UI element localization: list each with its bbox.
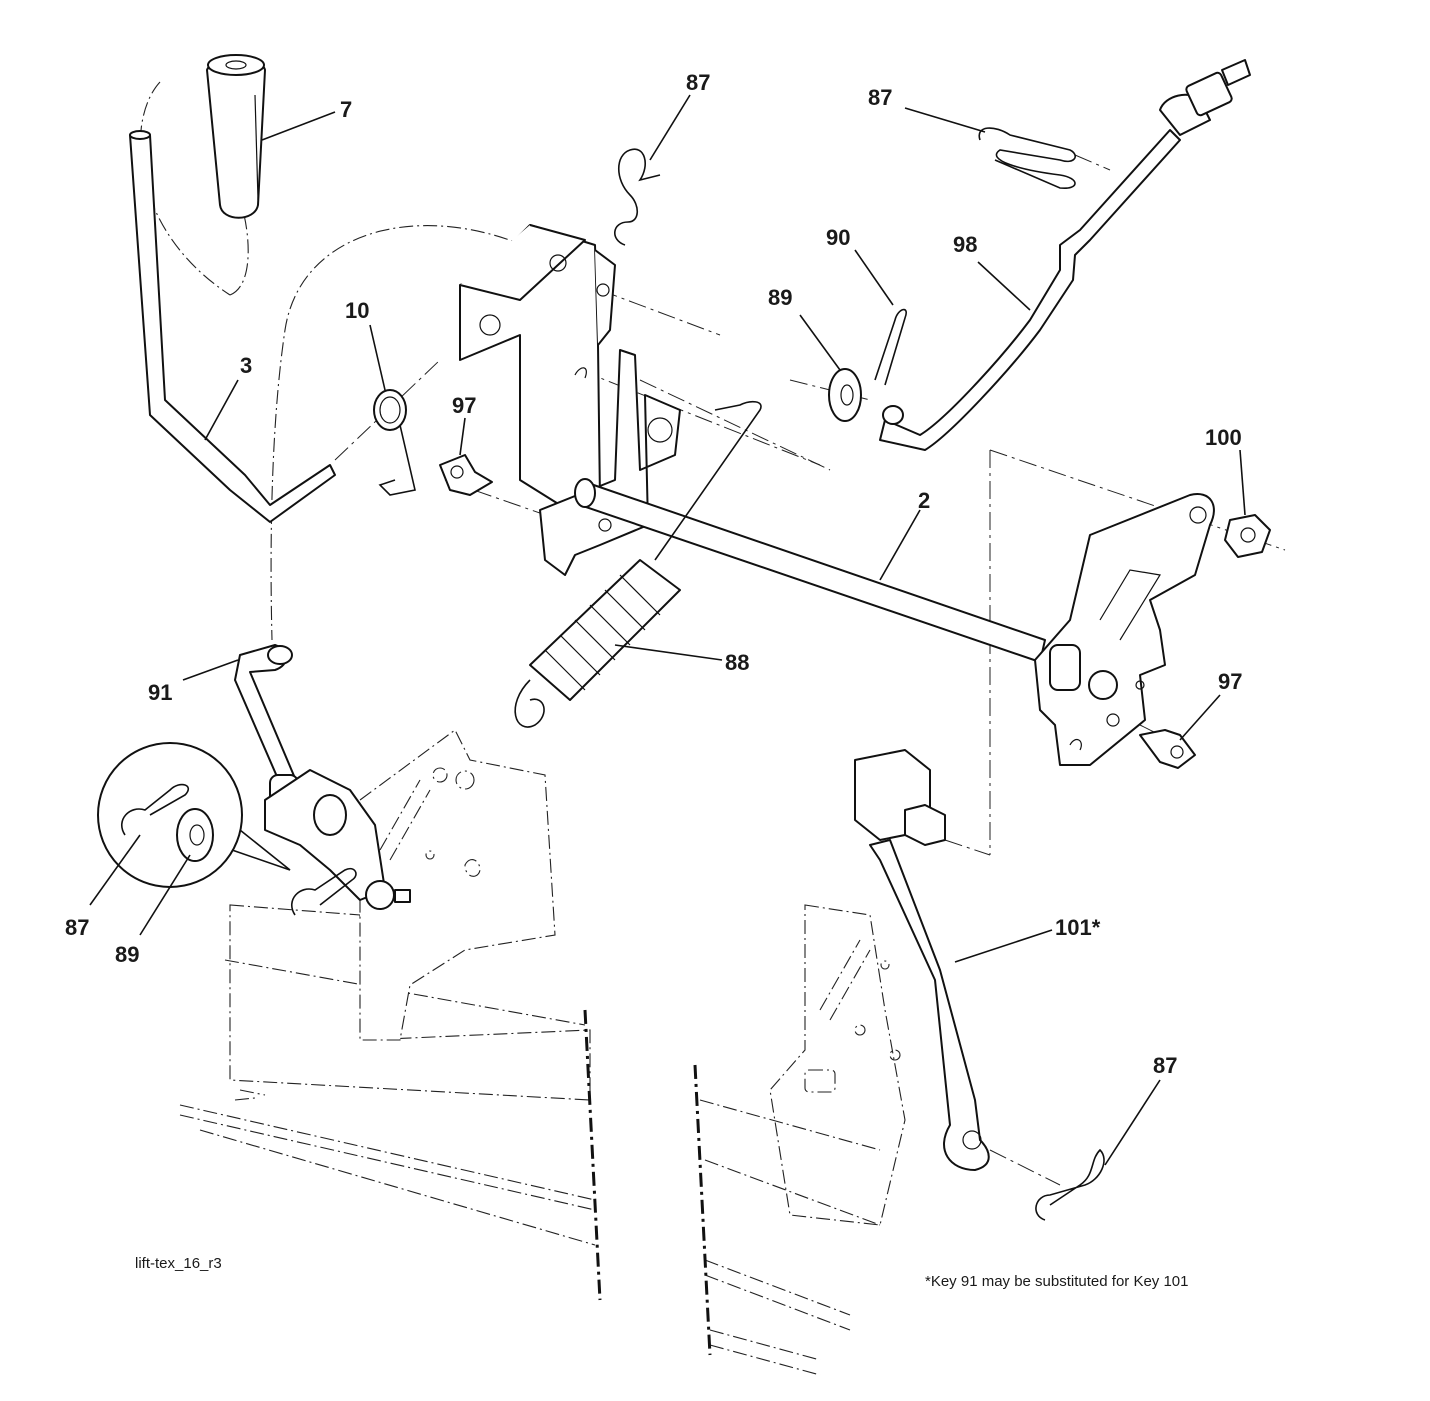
drawing-id: lift-tex_16_r3 [135,1255,222,1272]
lift-lever-3 [129,130,336,523]
detail-inset [97,742,291,888]
lift-link-91 [234,644,411,916]
label-100: 100 [1205,425,1242,450]
bolt-97-upper [439,454,493,496]
nut-100 [1224,514,1271,558]
lift-link-101 [854,749,990,1171]
label-89-inset: 89 [115,942,139,967]
bolt-97-lower [1139,729,1196,769]
label-10: 10 [345,298,369,323]
reference-labels: 7 87 87 10 90 98 89 3 97 100 2 91 88 97 … [65,70,1242,1078]
reference-outlines [139,81,1286,1376]
leader-lines [89,94,1246,1166]
label-101: 101* [1055,915,1101,940]
label-97-upper: 97 [452,393,476,418]
label-87-right: 87 [868,85,892,110]
label-88: 88 [725,650,749,675]
label-87-top: 87 [686,70,710,95]
right-lift-arm [1034,493,1215,766]
label-2: 2 [918,488,930,513]
label-98: 98 [953,232,977,257]
label-97-lower: 97 [1218,669,1242,694]
label-87-inset: 87 [65,915,89,940]
label-3: 3 [240,353,252,378]
hairpin-clip-87-right [978,127,1076,189]
label-91: 91 [148,680,172,705]
handle-grip-7 [206,54,266,219]
hairpin-clip-87-top [614,148,661,246]
torsion-spring-10 [373,389,416,496]
label-89-upper: 89 [768,285,792,310]
hairpin-clip-87-lower-right [1035,1148,1105,1221]
washer-89-upper [828,368,862,422]
footnote: *Key 91 may be substituted for Key 101 [925,1273,1189,1290]
label-90: 90 [826,225,850,250]
label-7: 7 [340,97,352,122]
lift-link-rod-98 [879,59,1251,451]
label-87-lower-right: 87 [1153,1053,1177,1078]
cotter-pin-90 [874,308,907,386]
extension-spring-88 [514,400,762,728]
